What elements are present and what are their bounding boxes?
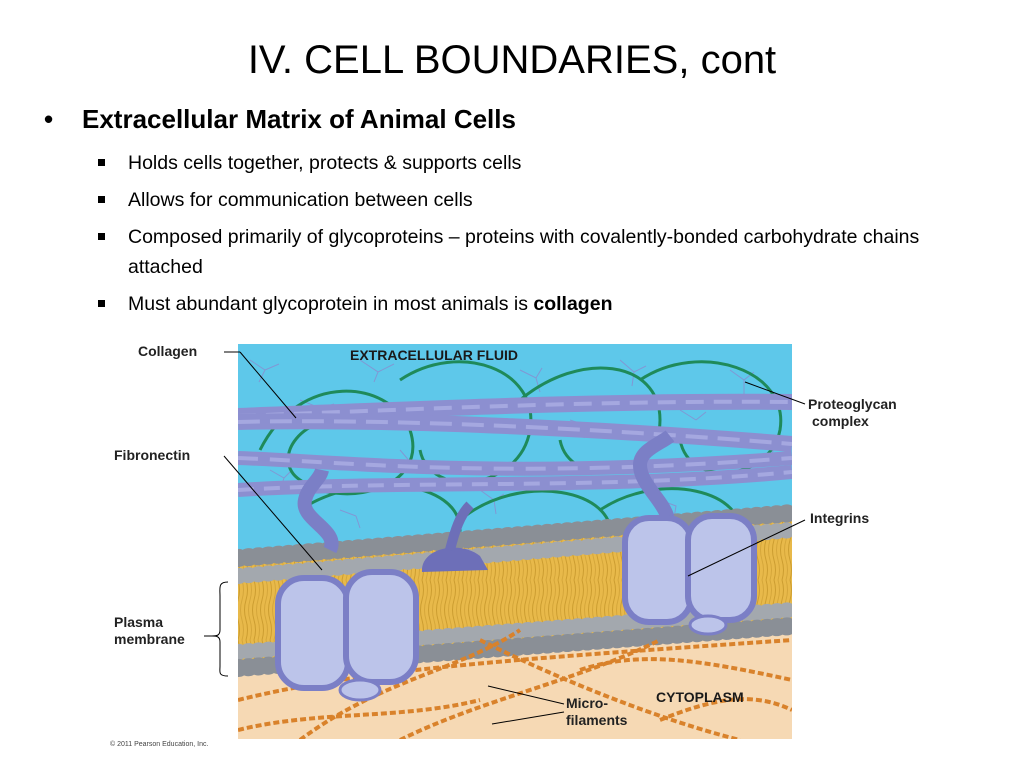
fibronectin-leader	[223, 455, 323, 571]
bold-term: collagen	[533, 293, 613, 315]
ecm-diagram: EXTRACELLULAR FLUID CYTOPLASM Collagen P…	[110, 343, 897, 748]
fibronectin-label: Fibronectin	[114, 447, 190, 463]
membrane-protein	[421, 547, 488, 572]
integrin-right	[622, 430, 757, 636]
microfilaments-label-line2: filaments	[566, 712, 628, 728]
square-bullet-icon	[98, 196, 105, 203]
square-bullet-icon	[98, 233, 105, 240]
copyright-text: © 2011 Pearson Education, Inc.	[110, 740, 208, 748]
square-bullet-icon	[98, 300, 105, 307]
integrin-left	[275, 467, 419, 702]
square-bullet-icon	[98, 159, 105, 166]
bullet-text: Must abundant glycoprotein in most anima…	[128, 293, 534, 315]
microfilament-strands	[238, 628, 792, 739]
bullet-list: Holds cells together, protects & support…	[98, 148, 938, 326]
proteoglycan-leader	[744, 381, 806, 405]
integrins-leader	[687, 519, 806, 577]
slide-title: IV. CELL BOUNDARIES, cont	[247, 38, 777, 82]
bullet-text: Holds cells together, protects & support…	[128, 152, 522, 174]
section-heading: Extracellular Matrix of Animal Cells	[82, 104, 516, 134]
list-item: Holds cells together, protects & support…	[98, 148, 938, 178]
ecm-figure: EXTRACELLULAR FLUID CYTOPLASM Collagen P…	[100, 340, 940, 750]
microfilaments-label-line1: Micro-	[566, 695, 608, 711]
bullet-text: Allows for communication between cells	[128, 189, 473, 211]
collagen-leader	[239, 351, 297, 419]
list-item: Composed primarily of glycoproteins – pr…	[98, 222, 938, 282]
heading-bullet: • Extracellular Matrix of Animal Cells	[44, 104, 516, 135]
list-item: Allows for communication between cells	[98, 185, 938, 215]
proteoglycan-label-line2: complex	[812, 413, 869, 429]
extracellular-fluid-label: EXTRACELLULAR FLUID	[350, 347, 518, 363]
cytoplasm-label: CYTOPLASM	[656, 689, 744, 705]
plasma-bracket	[211, 581, 229, 677]
microfilaments-leader-top	[487, 685, 565, 705]
plasma-label-line2: membrane	[114, 631, 185, 647]
proteoglycan-label-line1: Proteoglycan	[808, 396, 897, 412]
bullet-dot: •	[44, 104, 54, 134]
integrins-label: Integrins	[810, 510, 869, 526]
plasma-label-line1: Plasma	[114, 614, 163, 630]
list-item: Must abundant glycoprotein in most anima…	[98, 289, 938, 319]
bullet-text: Composed primarily of glycoproteins – pr…	[128, 226, 920, 278]
collagen-label: Collagen	[138, 343, 197, 359]
microfilaments-leader-bottom	[491, 711, 565, 725]
